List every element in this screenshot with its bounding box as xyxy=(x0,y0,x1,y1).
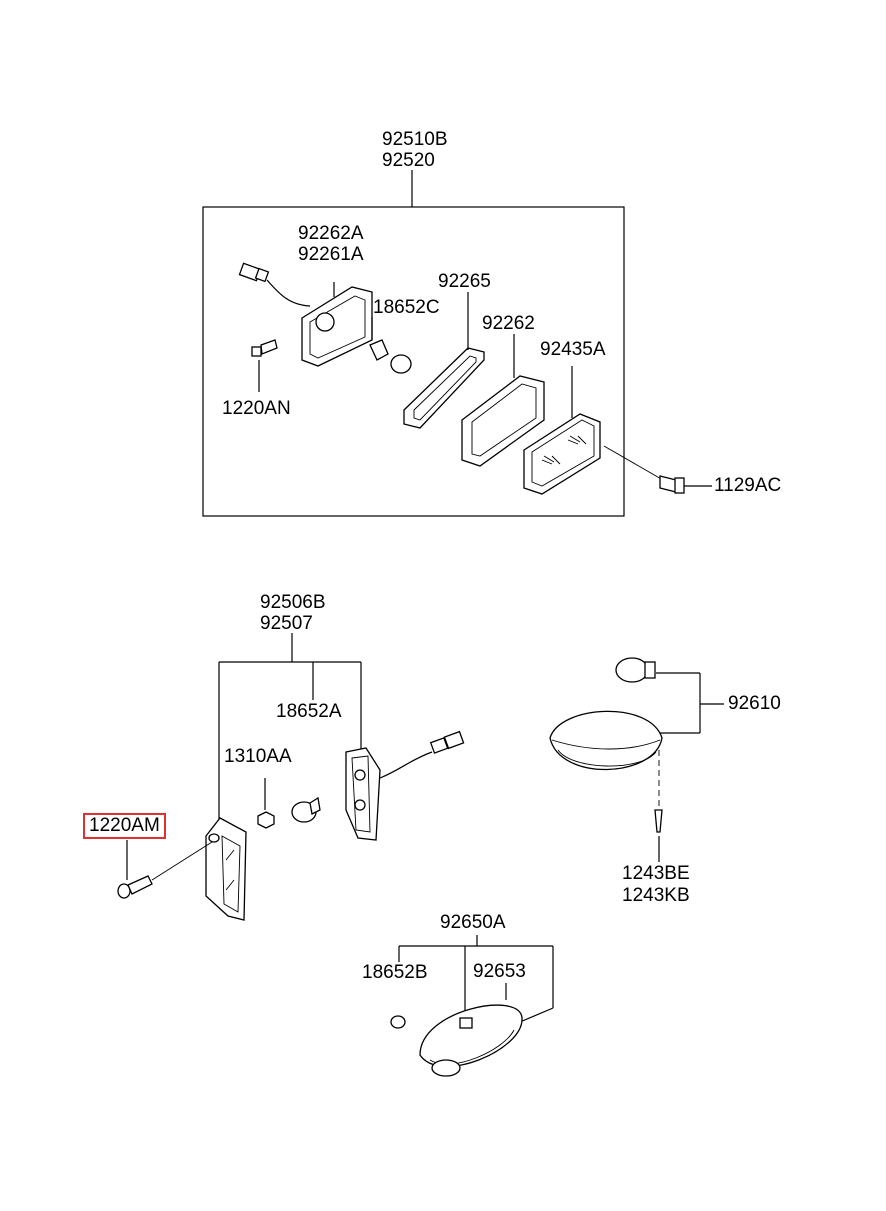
label-92435A[interactable]: 92435A xyxy=(540,339,606,360)
label-92507[interactable]: 92507 xyxy=(260,613,313,634)
label-92650A[interactable]: 92650A xyxy=(440,912,506,933)
room-lamp-92610 xyxy=(549,657,724,862)
label-92262[interactable]: 92262 xyxy=(482,313,535,334)
connector-upper xyxy=(238,262,311,307)
label-18652A[interactable]: 18652A xyxy=(276,701,342,722)
gasket-92265 xyxy=(403,292,485,429)
label-92262A[interactable]: 92262A xyxy=(298,223,364,244)
nut-1310AA xyxy=(257,778,275,829)
screw-1129AC xyxy=(603,445,712,494)
label-92506B[interactable]: 92506B xyxy=(260,592,326,613)
lamp-92650A xyxy=(390,1004,523,1077)
label-18652B[interactable]: 18652B xyxy=(362,962,428,983)
screw-1220AN xyxy=(251,339,278,392)
label-92653[interactable]: 92653 xyxy=(473,961,526,982)
screw-1220AM xyxy=(117,840,213,899)
label-18652C[interactable]: 18652C xyxy=(373,297,440,318)
label-92610[interactable]: 92610 xyxy=(728,693,781,714)
label-92265[interactable]: 92265 xyxy=(438,271,491,292)
lamp-socket-bracket xyxy=(345,730,465,841)
label-1129AC[interactable]: 1129AC xyxy=(714,475,782,496)
label-92261A[interactable]: 92261A xyxy=(298,244,364,265)
label-1243BE[interactable]: 1243BE xyxy=(622,863,690,884)
bulb-18652A xyxy=(291,796,321,823)
bulb-18652C xyxy=(369,317,412,374)
label-1310AA[interactable]: 1310AA xyxy=(224,746,292,767)
label-92510B[interactable]: 92510B xyxy=(382,129,448,150)
label-92520[interactable]: 92520 xyxy=(382,150,435,171)
side-lamp-body xyxy=(205,817,247,921)
frame-92262 xyxy=(461,334,545,467)
lamp-housing-92262A xyxy=(301,282,373,367)
label-1220AN[interactable]: 1220AN xyxy=(222,398,291,419)
label-1220AM-highlighted[interactable]: 1220AM xyxy=(83,813,166,839)
label-1243KB[interactable]: 1243KB xyxy=(622,885,690,906)
lens-92435A xyxy=(523,366,601,495)
assembly-box-upper xyxy=(202,206,625,517)
